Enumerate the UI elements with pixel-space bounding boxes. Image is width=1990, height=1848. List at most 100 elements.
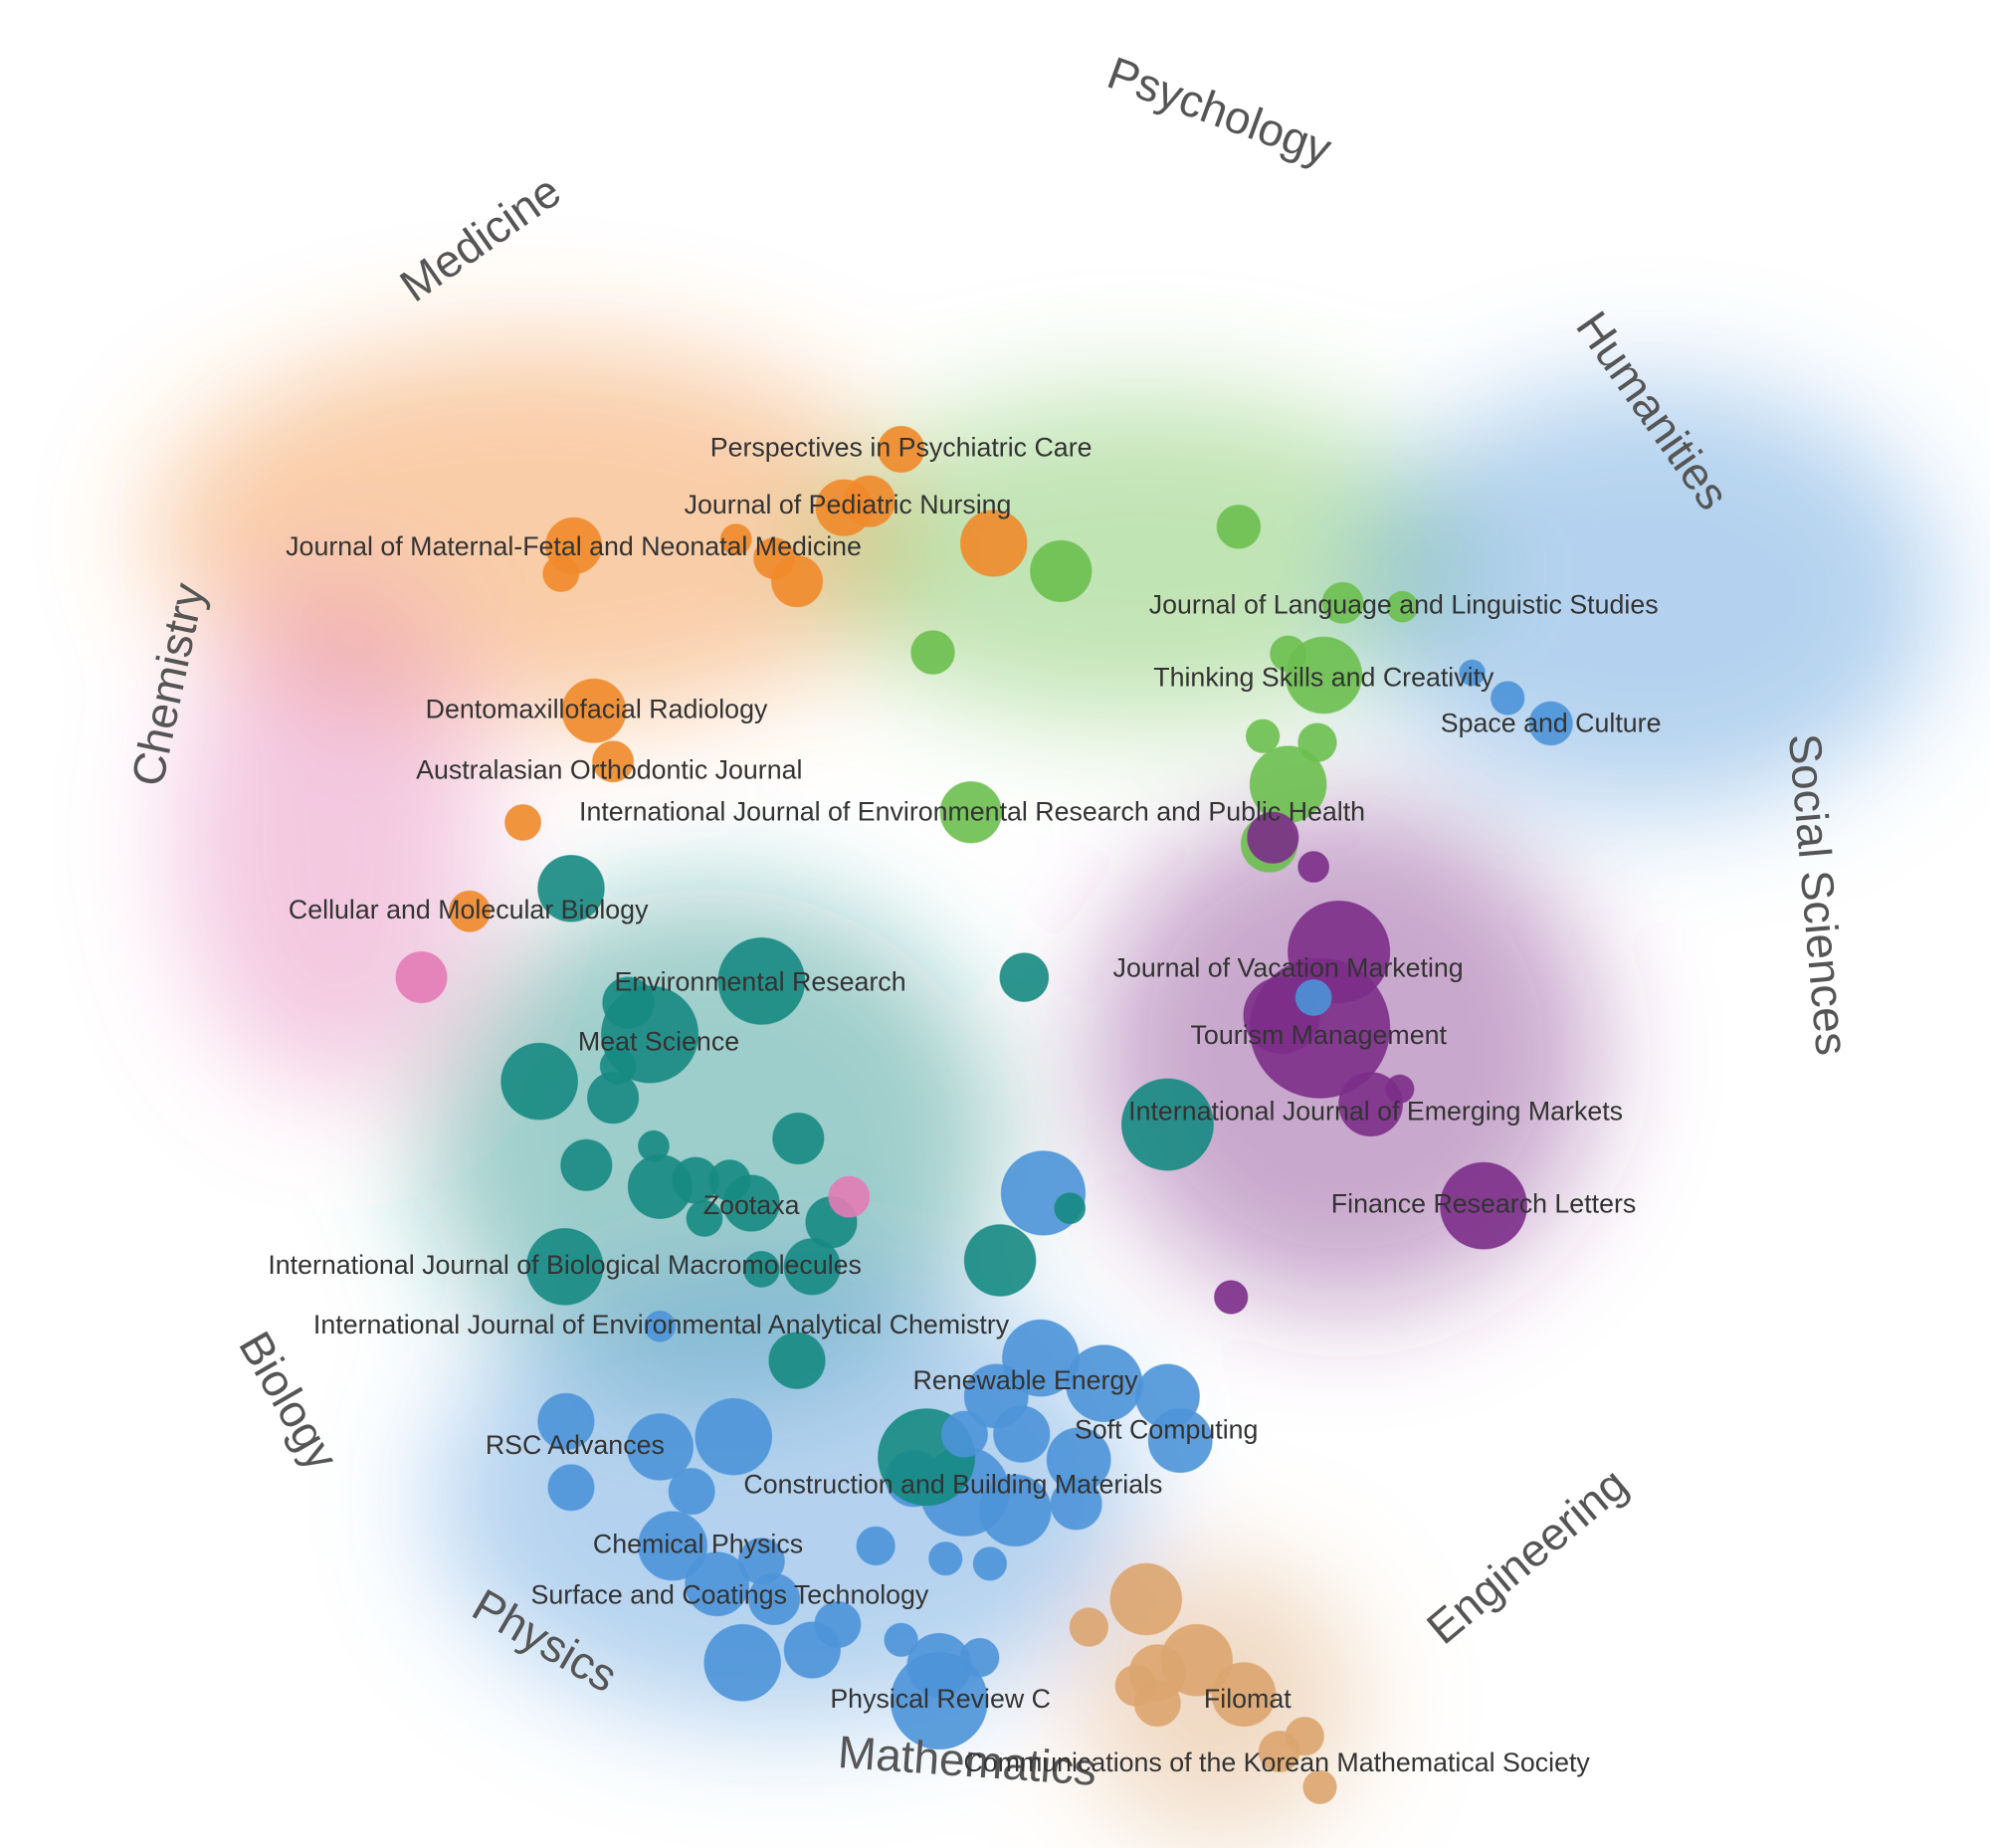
journal-label[interactable]: Soft Computing	[1075, 1415, 1258, 1445]
journal-bubble[interactable]	[542, 554, 580, 592]
journal-bubble[interactable]	[742, 1250, 780, 1288]
journal-bubble[interactable]	[1491, 681, 1525, 716]
journal-bubble[interactable]	[768, 1332, 826, 1389]
journal-bubble[interactable]	[644, 1310, 677, 1342]
journal-bubble[interactable]	[928, 1540, 963, 1576]
journal-bubble[interactable]	[772, 1112, 825, 1165]
journal-label[interactable]: Thinking Skills and Creativity	[1153, 662, 1494, 692]
journal-bubble[interactable]	[815, 479, 873, 536]
journal-label[interactable]: Renewable Energy	[913, 1365, 1139, 1395]
journal-label[interactable]: Journal of Vacation Marketing	[1113, 952, 1464, 982]
journal-bubble[interactable]	[959, 510, 1028, 577]
journal-bubble[interactable]	[722, 1174, 780, 1232]
journal-bubble[interactable]	[1385, 1074, 1415, 1104]
journal-bubble[interactable]	[1050, 1478, 1102, 1531]
journal-bubble[interactable]	[547, 1464, 595, 1512]
journal-label[interactable]: Cellular and Molecular Biology	[289, 895, 649, 924]
journal-label[interactable]: Meat Science	[578, 1026, 739, 1056]
journal-bubble[interactable]	[685, 1551, 750, 1617]
journal-bubble[interactable]	[592, 740, 635, 783]
journal-bubble[interactable]	[599, 1047, 637, 1085]
journal-bubble[interactable]	[500, 1042, 579, 1121]
journal-bubble[interactable]	[753, 537, 796, 580]
journal-label[interactable]: Communications of the Korean Mathematica…	[963, 1747, 1590, 1777]
journal-label[interactable]: Perspectives in Psychiatric Care	[710, 433, 1093, 463]
journal-bubble[interactable]	[1440, 1161, 1528, 1250]
journal-label[interactable]: Construction and Building Materials	[743, 1470, 1162, 1500]
journal-bubble[interactable]	[637, 1511, 708, 1581]
journal-label[interactable]: International Journal of Environmental R…	[579, 797, 1365, 827]
journal-bubble[interactable]	[504, 803, 542, 841]
journal-bubble[interactable]	[703, 1623, 782, 1702]
journal-bubble[interactable]	[783, 1238, 842, 1296]
journal-bubble[interactable]	[884, 1622, 918, 1658]
journal-bubble[interactable]	[525, 1227, 604, 1306]
journal-bubble[interactable]	[999, 952, 1050, 1002]
journal-bubble[interactable]	[561, 678, 627, 743]
journal-label[interactable]: International Journal of Emerging Market…	[1128, 1097, 1623, 1127]
journal-label[interactable]: RSC Advances	[486, 1430, 665, 1460]
journal-bubble[interactable]	[719, 523, 752, 555]
journal-label[interactable]: Finance Research Letters	[1331, 1189, 1636, 1219]
journal-bubble[interactable]	[878, 425, 925, 474]
journal-bubble[interactable]	[972, 1546, 1008, 1581]
journal-bubble[interactable]	[1528, 701, 1573, 746]
journal-label[interactable]: International Journal of Biological Macr…	[268, 1250, 862, 1280]
journal-bubble[interactable]	[448, 890, 492, 932]
journal-bubble[interactable]	[1294, 978, 1332, 1016]
journal-bubble[interactable]	[828, 1175, 871, 1218]
journal-label[interactable]: Journal of Language and Linguistic Studi…	[1149, 590, 1659, 620]
journal-bubble[interactable]	[1120, 1078, 1215, 1171]
journal-bubble[interactable]	[668, 1468, 715, 1516]
journal-bubble[interactable]	[1069, 1607, 1109, 1647]
journal-bubble[interactable]	[993, 1405, 1051, 1463]
journal-label[interactable]: Journal of Maternal-Fetal and Neonatal M…	[286, 531, 862, 561]
journal-bubble[interactable]	[1216, 504, 1262, 549]
journal-bubble[interactable]	[1321, 581, 1364, 624]
journal-bubble[interactable]	[1302, 1769, 1337, 1804]
journal-bubble[interactable]	[1297, 851, 1330, 884]
journal-label[interactable]: Physical Review C	[830, 1684, 1051, 1714]
journal-bubble[interactable]	[1147, 1408, 1213, 1474]
journal-label[interactable]: Dentomaxillofacial Radiology	[426, 694, 768, 723]
journal-bubble[interactable]	[1258, 1731, 1300, 1773]
journal-bubble[interactable]	[856, 1526, 896, 1566]
journal-bubble[interactable]	[686, 1199, 723, 1237]
journal-bubble[interactable]	[1386, 590, 1419, 623]
journal-bubble[interactable]	[602, 976, 655, 1029]
journal-bubble[interactable]	[890, 1651, 988, 1750]
journal-bubble[interactable]	[814, 1600, 862, 1649]
journal-bubble[interactable]	[537, 854, 605, 923]
journal-bubble[interactable]	[717, 936, 806, 1025]
journal-bubble[interactable]	[1459, 659, 1486, 687]
journal-label[interactable]: Space and Culture	[1441, 708, 1662, 737]
journal-bubble[interactable]	[1211, 1662, 1277, 1728]
journal-label[interactable]: Tourism Management	[1191, 1020, 1448, 1050]
journal-label[interactable]: Environmental Research	[615, 967, 906, 997]
journal-label[interactable]: Australasian Orthodontic Journal	[416, 755, 802, 785]
journal-bubble[interactable]	[1109, 1562, 1183, 1636]
journal-bubble[interactable]	[1030, 539, 1093, 603]
journal-bubble[interactable]	[1054, 1192, 1087, 1225]
journal-bubble[interactable]	[940, 1410, 988, 1458]
journal-bubble[interactable]	[537, 1392, 595, 1451]
journal-bubble[interactable]	[1270, 635, 1307, 673]
journal-bubble[interactable]	[1245, 719, 1281, 753]
journal-label[interactable]: International Journal of Environmental A…	[313, 1310, 1010, 1339]
journal-bubble[interactable]	[979, 1474, 1052, 1547]
journal-bubble[interactable]	[626, 1413, 695, 1481]
journal-label[interactable]: Filomat	[1204, 1684, 1292, 1714]
journal-label[interactable]: Surface and Coatings Technology	[531, 1580, 929, 1610]
journal-bubble[interactable]	[1214, 1280, 1249, 1315]
journal-label[interactable]: Chemical Physics	[593, 1530, 803, 1559]
journal-label[interactable]: Zootaxa	[703, 1190, 800, 1220]
journal-bubble[interactable]	[695, 1397, 773, 1476]
journal-bubble[interactable]	[395, 950, 448, 1004]
journal-bubble[interactable]	[963, 1224, 1037, 1297]
journal-bubble[interactable]	[910, 630, 955, 675]
journal-bubble[interactable]	[1133, 1680, 1181, 1728]
journal-bubble[interactable]	[1247, 811, 1299, 864]
journal-bubble[interactable]	[737, 1538, 785, 1585]
journal-label[interactable]: Journal of Pediatric Nursing	[685, 490, 1012, 519]
journal-bubble[interactable]	[939, 781, 1003, 844]
